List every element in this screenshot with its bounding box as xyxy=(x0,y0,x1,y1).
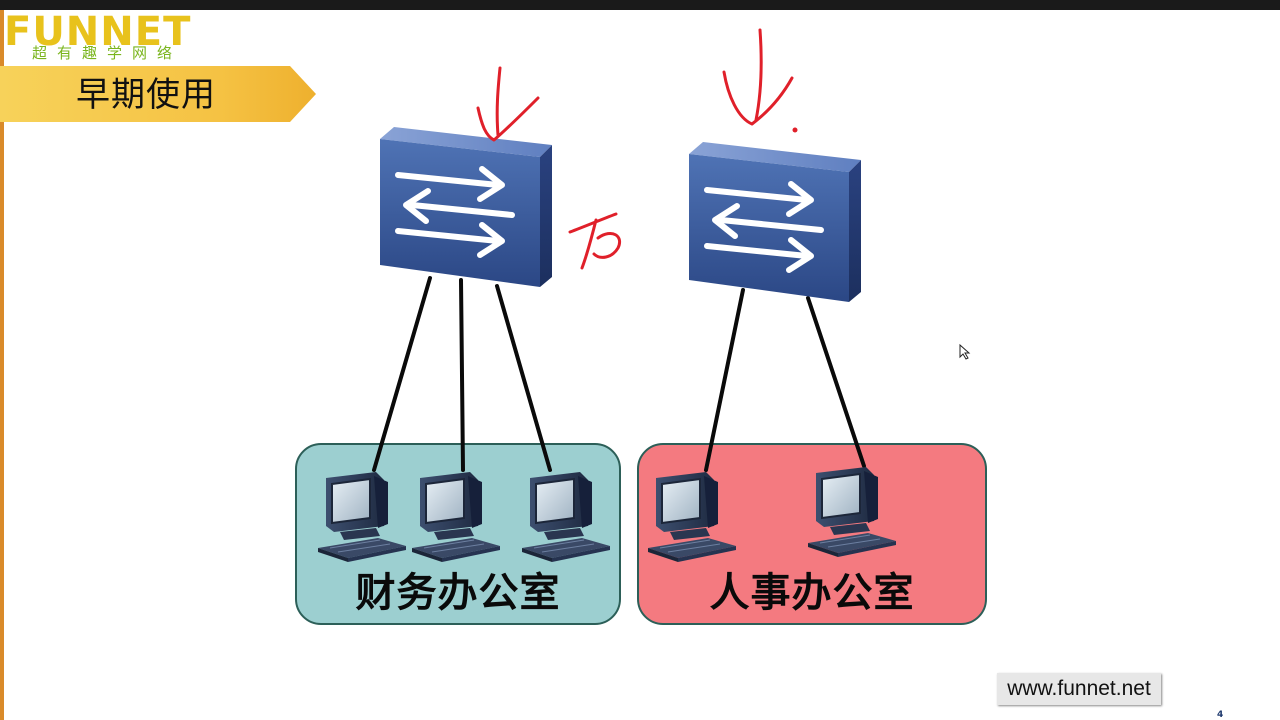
logo-tagline: 超有趣学网络 xyxy=(32,44,183,62)
page-number: 4 xyxy=(1217,710,1224,720)
logo-wordmark: FUNNET xyxy=(4,9,192,55)
slide-title: 早期使用 xyxy=(76,75,216,115)
computer-icon xyxy=(647,471,737,563)
hand-scribble-annotation xyxy=(568,212,621,270)
hand-arrow-annotation-2 xyxy=(722,28,794,126)
hr-office-label: 人事办公室 xyxy=(709,570,915,616)
link-finance-pc1 xyxy=(372,276,432,472)
hand-arrow-annotation-1 xyxy=(476,66,540,142)
top-bar xyxy=(0,0,1280,10)
link-hr-pc2 xyxy=(806,296,866,468)
mouse-cursor-icon xyxy=(959,343,971,360)
finance-office-label: 财务办公室 xyxy=(355,570,561,616)
link-hr-pc1 xyxy=(704,288,745,472)
link-finance-pc2 xyxy=(459,278,465,472)
switch-icon xyxy=(380,127,552,287)
website-url: www.funnet.net xyxy=(997,673,1161,705)
switch-icon xyxy=(689,142,861,302)
title-banner xyxy=(0,66,316,122)
computer-icon xyxy=(411,471,501,563)
computer-icon xyxy=(807,466,897,558)
link-finance-pc3 xyxy=(495,284,552,472)
left-edge-strip xyxy=(0,10,4,720)
funnet-logo: FUNNET 超有趣学网络 xyxy=(0,10,260,66)
hand-dot-annotation xyxy=(792,127,798,133)
computer-icon xyxy=(317,471,407,563)
computer-icon xyxy=(521,471,611,563)
